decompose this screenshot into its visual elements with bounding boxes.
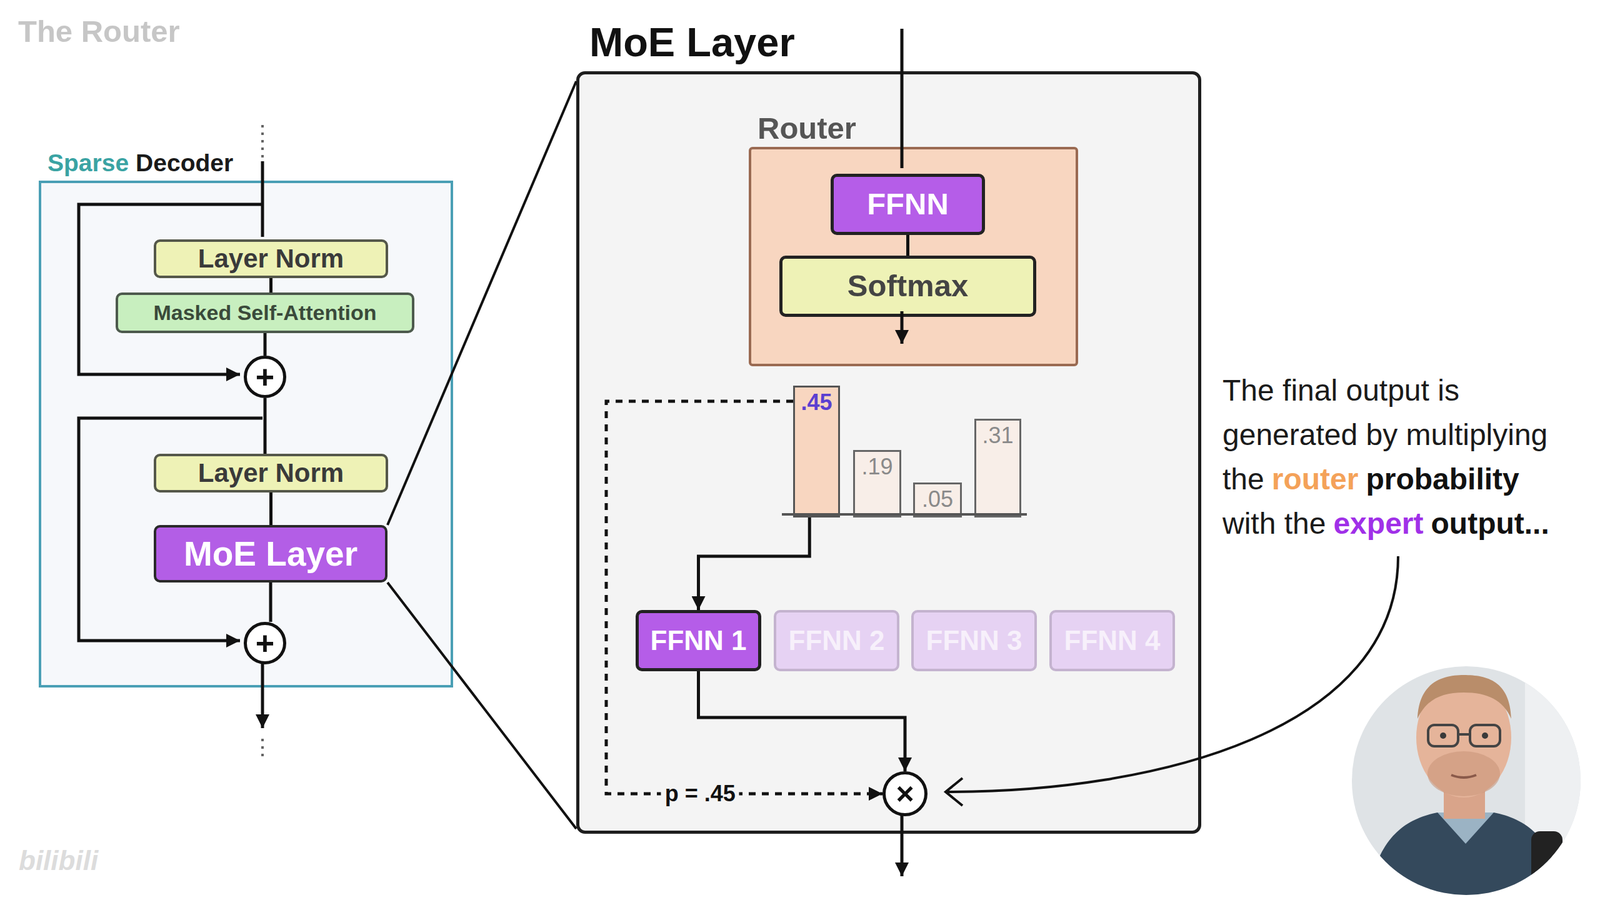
callout-text: router (1271, 462, 1359, 496)
connector (269, 278, 273, 293)
probability-bar: .19 (853, 450, 902, 518)
multiply-circle: × (882, 771, 928, 817)
ffnn-box: FFNN (830, 173, 985, 235)
main-wire (261, 161, 265, 237)
residual-wire (78, 204, 263, 375)
expert-box: FFNN 4 (1049, 610, 1175, 672)
callout-text: generated by multiplying (1222, 418, 1548, 452)
connector (269, 582, 273, 622)
heading: Router (757, 113, 857, 144)
box-label: .19 (861, 454, 893, 480)
attention-box: Masked Self-Attention (115, 292, 415, 334)
connector (387, 81, 577, 525)
box-label: Layer Norm (198, 458, 344, 488)
box-label: Softmax (847, 269, 969, 304)
add-circle: + (243, 355, 287, 399)
box-label: .31 (981, 423, 1014, 449)
box-label: .05 (921, 486, 954, 512)
box-label: + (255, 626, 275, 660)
connector (698, 671, 906, 772)
webcam-portrait (1350, 662, 1588, 900)
box-label: Layer Norm (198, 244, 344, 274)
output-arrow (261, 661, 265, 729)
box-label: FFNN (866, 187, 949, 222)
callout-text: with the (1222, 506, 1326, 540)
callout-line: generated by multiplying (1222, 420, 1555, 450)
decoder-block: SparseDecoderLayer NormMasked Self-Atten… (38, 180, 454, 688)
box-label: FFNN 2 (788, 625, 885, 656)
box-label: MoE Layer (183, 535, 358, 574)
moe-detail-box: MoE LayerRouterFFNNSoftmax.45.19.05.31FF… (576, 71, 1202, 834)
layer-norm-box: Layer Norm (153, 239, 389, 279)
add-circle: + (243, 621, 287, 665)
beard (1427, 751, 1500, 797)
expert-box: FFNN 2 (773, 610, 900, 672)
heading: MoE Layer (589, 21, 795, 63)
box-label: FFNN 1 (650, 625, 747, 656)
connector (263, 398, 267, 454)
box-label: FFNN 4 (1064, 625, 1161, 656)
glasses (1470, 725, 1500, 747)
connector (698, 517, 810, 610)
callout-line: with theexpertoutput... (1222, 508, 1557, 539)
probability-line (606, 401, 883, 794)
shirt (1368, 812, 1563, 900)
eye (1440, 732, 1447, 739)
glasses (1458, 733, 1470, 736)
microphone (1531, 831, 1563, 900)
mouth (1451, 775, 1477, 778)
box-label: .45 (800, 390, 832, 415)
softmax-box: Softmax (779, 255, 1037, 317)
edge-label: p = .45 (661, 781, 740, 807)
callout-line: The final output is (1222, 375, 1467, 406)
glasses (1428, 725, 1459, 747)
box-label: × (895, 778, 914, 810)
heading-text: MoE Layer (589, 19, 795, 65)
hair (1417, 675, 1512, 719)
expert-box: FFNN 3 (911, 610, 1037, 672)
expert-box: FFNN 1 (635, 610, 762, 672)
layer-norm-box: Layer Norm (153, 453, 389, 493)
connector (269, 492, 273, 525)
box-label: Masked Self-Attention (153, 301, 377, 325)
router-arrow (900, 311, 904, 344)
watermark: bilibili (18, 845, 99, 877)
callout-text: The final output is (1222, 373, 1460, 407)
heading-text: Sparse (47, 149, 129, 177)
probability-bar: .45 (793, 385, 840, 518)
box-label: + (255, 360, 275, 394)
heading: SparseDecoder (47, 150, 234, 175)
dotted-stem (261, 738, 264, 760)
probability-bar: .31 (974, 418, 1022, 518)
heading-text: Decoder (135, 149, 234, 177)
connector (906, 235, 910, 256)
residual-wire (78, 418, 263, 641)
moe-layer-box: MoE Layer (153, 525, 388, 583)
box-label: FFNN 3 (926, 625, 1023, 656)
probability-bar: .05 (913, 482, 962, 518)
leader-arrowhead (945, 778, 963, 806)
connector (387, 582, 577, 829)
callout-text: probability (1365, 462, 1519, 496)
callout-text: expert (1333, 506, 1424, 540)
webcam-background (1525, 662, 1588, 900)
router-box: RouterFFNNSoftmax (748, 146, 1079, 367)
chart-baseline (781, 513, 1027, 516)
eye (1481, 732, 1489, 739)
output-arrow (900, 813, 904, 877)
dotted-stem (261, 125, 264, 162)
heading-text: Router (757, 111, 857, 145)
callout-line: therouterprobability (1222, 464, 1527, 495)
connector (263, 333, 267, 356)
diagram-title: The Router (18, 13, 180, 49)
leader-line (946, 556, 1399, 792)
callout-text: the (1222, 462, 1265, 496)
webcam-background (1350, 662, 1588, 900)
input-wire (900, 28, 904, 169)
callout-text: output... (1431, 506, 1550, 540)
